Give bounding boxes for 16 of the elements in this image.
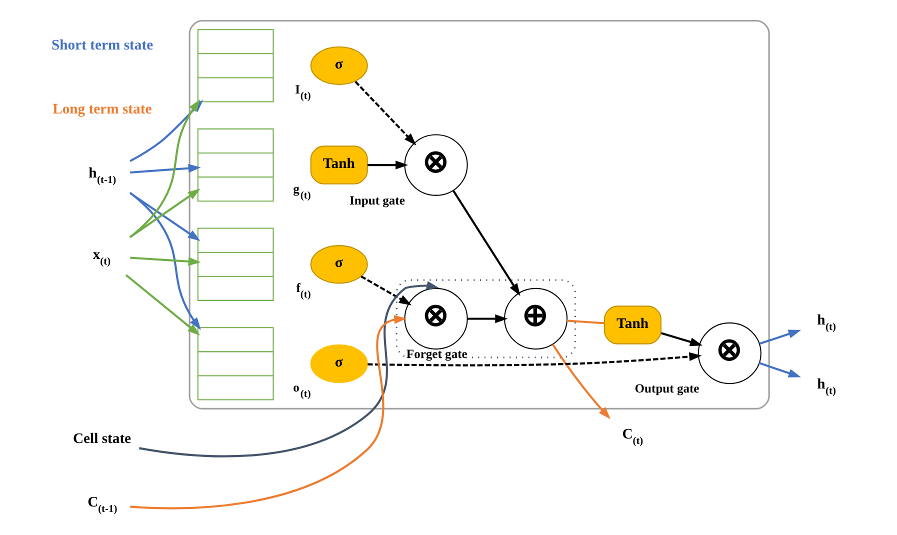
node-text: x$_{(t)}$ — [92, 246, 110, 268]
node-text: Cell state — [72, 430, 131, 447]
node-label: Input gate — [349, 193, 404, 208]
node-label: f$_{(t)}$ — [296, 281, 310, 301]
node-text: h$_{(t)}$ — [816, 312, 836, 334]
label: Long term state — [52, 101, 152, 118]
node-label: Forget gate — [406, 347, 467, 362]
node-label: I$_{(t)}$ — [294, 82, 310, 102]
node-text: h$_{(t)}$ — [816, 376, 836, 397]
node-text: h$_{(t-1)}$ — [88, 165, 116, 186]
node-label: g$_{(t)}$ — [292, 182, 310, 202]
node-label: Output gate — [634, 382, 699, 396]
node-text: C$_{(t-1)}$ — [87, 494, 117, 516]
node-label: o$_{(t)}$ — [292, 380, 310, 400]
label: Short term state — [51, 38, 153, 54]
node-text: C$_{(t)}$ — [622, 426, 643, 448]
